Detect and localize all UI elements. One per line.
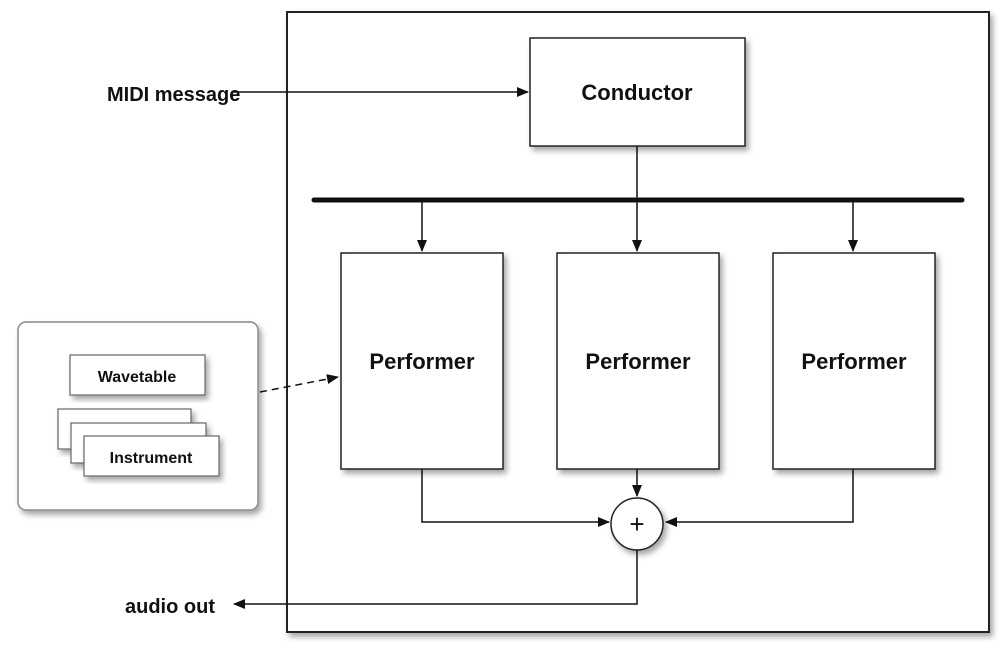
mixer-node: + [610, 497, 664, 551]
plus-icon: + [629, 509, 644, 539]
performer-box-3: Performer [772, 252, 936, 470]
resource-panel: Wavetable Instrument [17, 321, 259, 511]
wavetable-box: Wavetable [69, 354, 206, 396]
performer-label: Performer [585, 349, 691, 374]
performer-1-to-mixer-line [421, 469, 610, 527]
performer-box-2: Performer [556, 252, 720, 470]
conductor-label: Conductor [581, 80, 693, 105]
midi-message-label: MIDI message [107, 84, 240, 106]
performer-box-1: Performer [340, 252, 504, 470]
performer-label: Performer [369, 349, 475, 374]
audio-out-label: audio out [125, 596, 215, 618]
wavetable-label: Wavetable [98, 369, 177, 386]
performer-3-to-mixer-line [665, 469, 854, 527]
instrument-stack: Instrument [57, 408, 220, 477]
conductor-box: Conductor [529, 37, 746, 147]
performer-label: Performer [801, 349, 907, 374]
audio-output-arrow [233, 550, 638, 609]
resources-to-performer-dashed-arrow [259, 374, 339, 393]
instrument-label: Instrument [110, 450, 193, 467]
